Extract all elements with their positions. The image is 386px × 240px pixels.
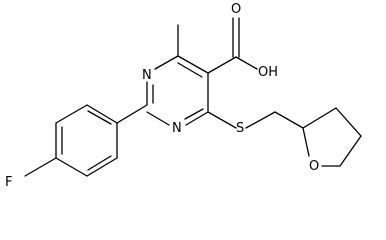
bond-c5-carboxyl bbox=[207, 56, 237, 74]
bond-c-f bbox=[24, 157, 57, 177]
bond-c-oh bbox=[235, 56, 258, 70]
ring-oxygen-label: O bbox=[309, 159, 319, 174]
bond-ar5-ar6 bbox=[86, 157, 118, 177]
bond-thf-c3-c4 bbox=[335, 107, 362, 137]
bond-s-ch2 bbox=[245, 111, 276, 129]
tetrahydrofuran-ring bbox=[302, 107, 362, 167]
ring-nitrogen-bottom-label: N bbox=[172, 121, 182, 136]
bond-thf-c2-c3 bbox=[302, 107, 337, 129]
bond-ar1-ar2-inner bbox=[87, 110, 112, 125]
thioether-chain bbox=[207, 111, 304, 129]
bond-ar2-ar3 bbox=[55, 104, 88, 124]
bond-ar5-ar6-inner bbox=[87, 155, 112, 171]
bond-ar1-ar2 bbox=[86, 104, 118, 124]
carbonyl-oxygen-label: O bbox=[231, 2, 241, 17]
fluorophenyl-ring bbox=[24, 104, 148, 177]
bond-ar4-ar5 bbox=[55, 157, 88, 177]
bond-thf-o-c2 bbox=[302, 127, 310, 157]
bond-c2-n3 bbox=[146, 111, 170, 126]
bond-n3-c4 bbox=[185, 111, 209, 126]
bond-c5-c6 bbox=[177, 55, 209, 74]
sulfur-label: S bbox=[236, 121, 244, 136]
molecule-diagram: N N O OH F S O bbox=[5, 2, 362, 190]
bond-ch2-thf bbox=[274, 111, 304, 129]
bond-c5-c6-inner bbox=[177, 62, 203, 78]
carboxylic-acid-group bbox=[207, 17, 258, 74]
hydroxyl-label: OH bbox=[258, 65, 278, 80]
bond-c6-n1 bbox=[154, 55, 179, 70]
bond-c2-aryl bbox=[116, 104, 148, 124]
fluorine-label: F bbox=[5, 175, 12, 190]
bond-thf-c4-c5 bbox=[339, 135, 362, 167]
bond-n3-c4-inner bbox=[184, 108, 204, 120]
structure-drawing: N N O OH F S O bbox=[5, 2, 362, 190]
pyrimidine-ring bbox=[146, 55, 209, 126]
bond-c4-s bbox=[207, 111, 237, 129]
ring-nitrogen-top-label: N bbox=[142, 68, 152, 83]
